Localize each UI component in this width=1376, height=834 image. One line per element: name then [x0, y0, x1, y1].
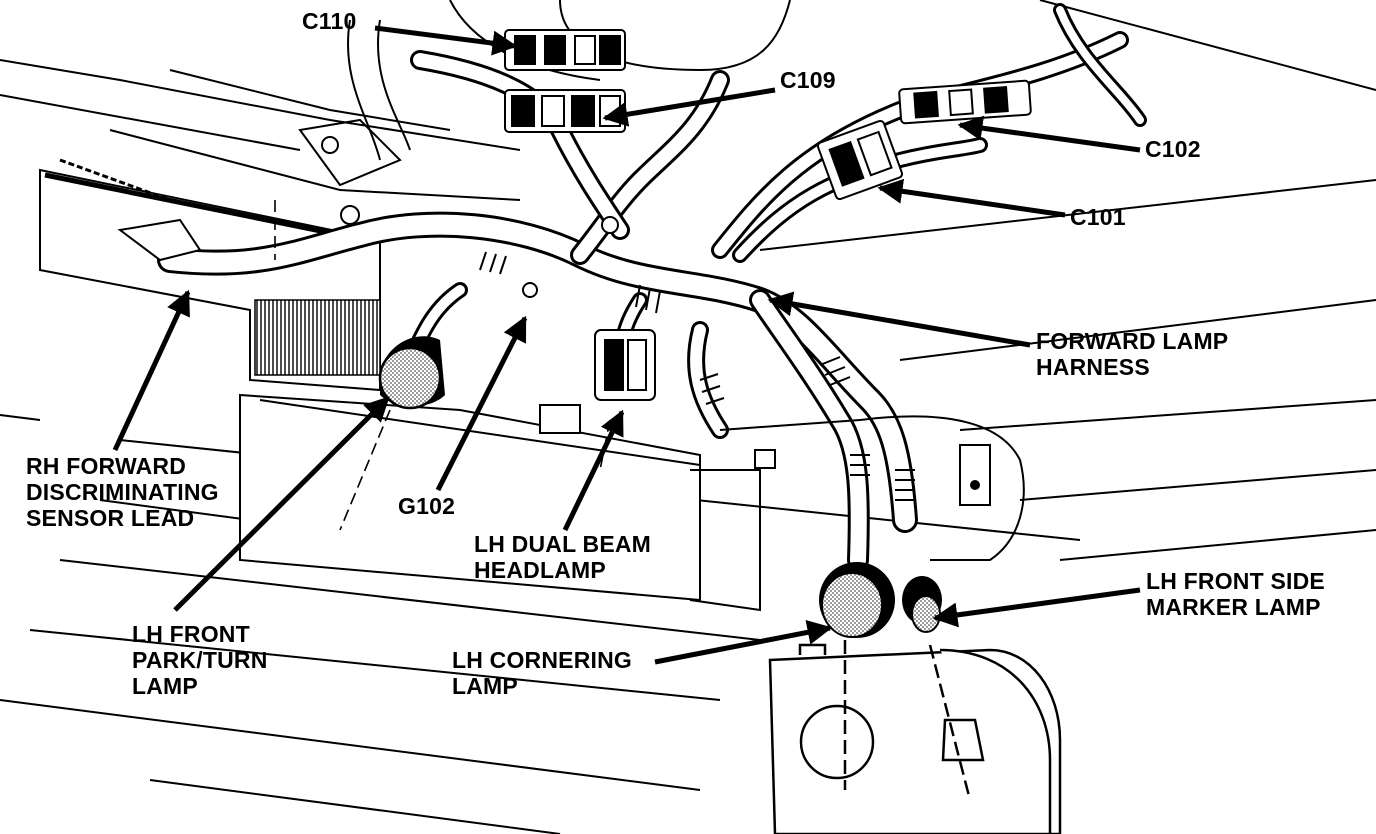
label-dual-beam-line2: HEADLAMP	[474, 557, 606, 583]
arrow-rh-sensor	[112, 289, 191, 452]
label-side-marker-line2: MARKER LAMP	[1146, 594, 1321, 620]
arrow-forward-harness	[767, 291, 1031, 348]
label-c101: C101	[1070, 204, 1126, 230]
lamp-housing	[719, 415, 1025, 561]
label-c109-line: C109	[780, 67, 836, 93]
radiator-block	[39, 158, 761, 612]
label-dual-beam-line1: LH DUAL BEAM	[474, 531, 652, 557]
connector-c102	[898, 79, 1032, 125]
arrow-cornering	[654, 620, 833, 665]
harness-ribbing	[479, 251, 915, 501]
label-forward-lamp-harness: FORWARD LAMP HARNESS	[1036, 328, 1228, 380]
label-c109: C109	[780, 67, 836, 93]
arrow-c110	[374, 25, 518, 56]
park-turn-lamp	[378, 336, 445, 410]
connector-c109	[504, 89, 626, 133]
fender-bracket	[768, 640, 1062, 834]
arrow-side-marker	[932, 587, 1141, 628]
connector-c110	[504, 29, 626, 71]
label-forward-lamp-harness-line1: FORWARD LAMP	[1036, 328, 1229, 354]
label-cornering-line1: LH CORNERING	[452, 647, 633, 673]
label-park-turn-line1: LH FRONT	[132, 621, 250, 647]
label-rh-sensor-lead: RH FORWARD DISCRIMINATING SENSOR LEAD	[26, 453, 219, 531]
side-marker-lamp	[902, 576, 942, 633]
cornering-lamp	[819, 562, 895, 638]
label-lh-dual-beam-headlamp: LH DUAL BEAM HEADLAMP	[474, 531, 651, 583]
label-park-turn-line2: PARK/TURN	[132, 647, 268, 673]
arrow-c102	[957, 115, 1141, 153]
label-side-marker-line1: LH FRONT SIDE	[1146, 568, 1325, 594]
label-c101-line: C101	[1070, 204, 1126, 230]
label-rh-sensor-lead-line1: RH FORWARD	[26, 453, 187, 479]
label-c102-line: C102	[1145, 136, 1201, 162]
label-lh-cornering-lamp: LH CORNERING LAMP	[452, 647, 632, 699]
label-cornering-line2: LAMP	[452, 673, 518, 699]
label-lh-front-park-turn-lamp: LH FRONT PARK/TURN LAMP	[132, 621, 268, 699]
arrow-dual-beam	[562, 409, 625, 532]
callout-arrows	[112, 25, 1141, 665]
engine-top	[298, 19, 411, 187]
arrow-c101	[877, 178, 1066, 218]
arrow-c109	[602, 87, 776, 127]
label-park-turn-line3: LAMP	[132, 673, 198, 699]
label-g102: G102	[398, 493, 455, 519]
label-rh-sensor-lead-line2: DISCRIMINATING	[26, 479, 219, 505]
headlamp-connector	[594, 329, 656, 401]
fasteners	[117, 205, 991, 506]
arrow-g102	[435, 315, 528, 492]
label-lh-front-side-marker-lamp: LH FRONT SIDE MARKER LAMP	[1146, 568, 1325, 620]
arrow-park-turn	[173, 396, 390, 612]
label-g102-line: G102	[398, 493, 456, 519]
label-forward-lamp-harness-line2: HARNESS	[1036, 354, 1150, 380]
label-c110-line: C110	[302, 8, 357, 34]
label-c110: C110	[302, 8, 357, 34]
label-rh-sensor-lead-line3: SENSOR LEAD	[26, 505, 195, 531]
label-c102: C102	[1145, 136, 1201, 162]
